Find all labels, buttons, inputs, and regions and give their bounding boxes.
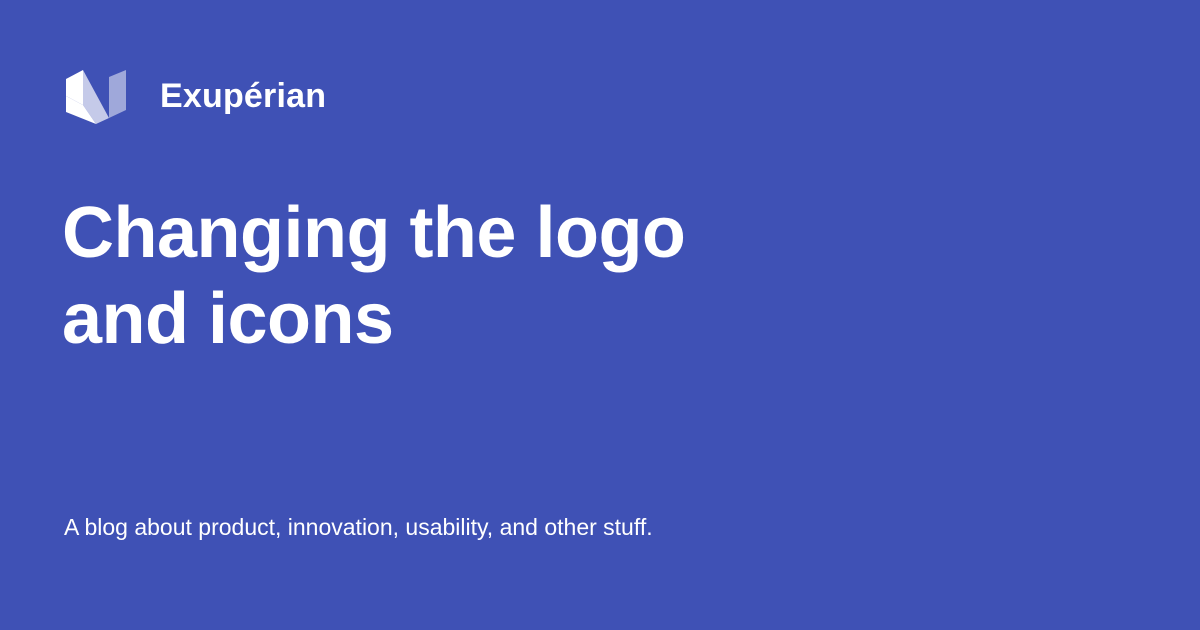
post-title: Changing the logo and icons [62,190,782,362]
blog-tagline: A blog about product, innovation, usabil… [64,514,653,540]
post-title-line: and icons [62,279,394,359]
brand-name: Exupérian [160,77,327,115]
exuperian-logo-icon [66,70,126,124]
brand-header: Exupérian [64,68,326,124]
post-title-line: Changing the logo [62,193,686,273]
